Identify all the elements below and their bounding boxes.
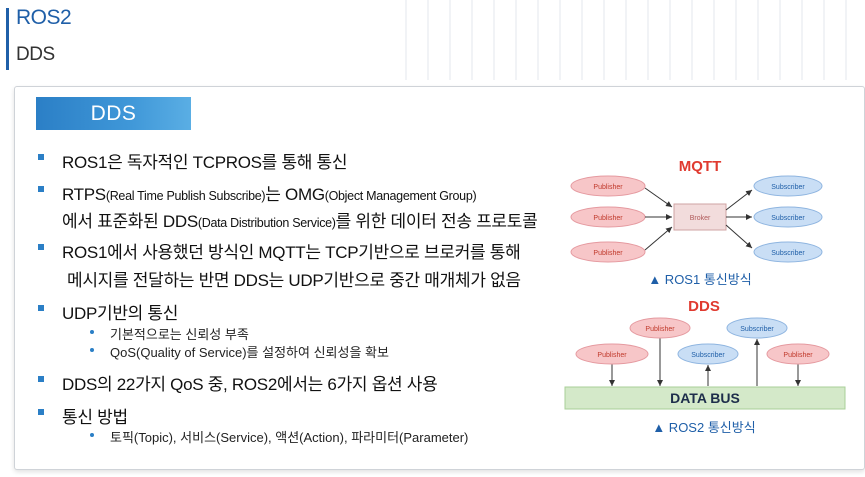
sub-bullet-text: 기본적으로는 신뢰성 부족 (110, 327, 249, 342)
bullet-dot-icon (90, 433, 94, 437)
bullet-text: 는 OMG (265, 185, 325, 204)
bullet-text-small: (Real Time Publish Subscribe) (105, 189, 266, 203)
mqtt-caption: ▲ ROS1 통신방식 (648, 272, 751, 287)
page-title: ROS2 (16, 6, 72, 29)
bullet-item: ROS1은 독자적인 TCPROS를 통해 통신 (38, 148, 348, 173)
bullet-square-icon (38, 154, 44, 160)
mqtt-subscriber-node: Subscriber (753, 175, 823, 197)
mqtt-subscriber-node: Subscriber (753, 241, 823, 263)
bullet-square-icon (38, 305, 44, 311)
mqtt-publisher-node: Publisher (570, 241, 646, 263)
svg-text:Publisher: Publisher (783, 352, 813, 359)
bullet-item: RTPS(Real Time Publish Subscribe)는 OMG(O… (38, 180, 477, 205)
bullet-text: 통신 방법 (62, 408, 128, 427)
bullet-item: ROS1에서 사용했던 방식인 MQTT는 TCP기반으로 브로커를 통해 (38, 238, 521, 263)
dds-publisher-node: Publisher (766, 343, 830, 365)
mqtt-publisher-node: Publisher (570, 206, 646, 228)
svg-text:Broker: Broker (690, 215, 711, 222)
svg-text:Subscriber: Subscriber (771, 215, 805, 222)
sub-bullet-item: 토픽(Topic), 서비스(Service), 액션(Action), 파라미… (90, 427, 469, 446)
bullet-text: DDS의 22가지 QoS 중, ROS2에서는 6가지 옵션 사용 (62, 375, 438, 394)
bullet-text: ROS1에서 사용했던 방식인 MQTT는 TCP기반으로 브로커를 통해 (62, 243, 521, 262)
svg-text:Publisher: Publisher (593, 250, 623, 257)
sub-bullet-text: 토픽(Topic), 서비스(Service), 액션(Action), 파라미… (110, 430, 469, 445)
bullet-square-icon (38, 244, 44, 250)
svg-text:Publisher: Publisher (593, 184, 623, 191)
bullet-square-icon (38, 186, 44, 192)
dds-publisher-node: Publisher (575, 343, 649, 365)
bullet-text-small: (Object Management Group) (324, 189, 477, 203)
bullet-text: UDP기반의 통신 (62, 304, 179, 323)
sub-bullet-item: QoS(Quality of Service)를 설정하여 신뢰성을 확보 (90, 342, 389, 361)
bullet-item: UDP기반의 통신 (38, 299, 179, 324)
mqtt-publisher-node: Publisher (570, 175, 646, 197)
sub-bullet-item: 기본적으로는 신뢰성 부족 (90, 324, 249, 343)
dds-title: DDS (688, 298, 720, 315)
dds-data-bus: DATA BUS (564, 386, 846, 410)
bullet-square-icon (38, 376, 44, 382)
bullet-text: 메시지를 전달하는 반면 DDS는 UDP기반으로 중간 매개체가 없음 (67, 271, 521, 290)
dds-subscriber-node: Subscriber (726, 317, 788, 339)
header-decoration (405, 0, 865, 80)
bullet-text: 에서 표준화된 DDS (62, 212, 198, 231)
bullet-dot-icon (90, 330, 94, 334)
page-subtitle: DDS (16, 44, 55, 65)
bullet-text-small: (Data Distribution Service) (197, 216, 336, 230)
svg-text:Subscriber: Subscriber (740, 326, 774, 333)
bullet-text: 를 위한 데이터 전송 프로토콜 (335, 212, 538, 231)
sub-bullet-text: QoS(Quality of Service)를 설정하여 신뢰성을 확보 (110, 345, 389, 360)
section-tag: DDS (36, 97, 191, 130)
svg-text:DATA BUS: DATA BUS (670, 390, 740, 406)
dds-arrows (609, 337, 801, 386)
bullet-item: 통신 방법 (38, 403, 128, 428)
bullet-square-icon (38, 409, 44, 415)
svg-text:Publisher: Publisher (597, 352, 627, 359)
bullet-continuation: 메시지를 전달하는 반면 DDS는 UDP기반으로 중간 매개체가 없음 (67, 266, 521, 291)
dds-publisher-node: Publisher (629, 317, 691, 339)
bullet-text: ROS1은 독자적인 TCPROS를 통해 통신 (62, 153, 348, 172)
svg-text:Subscriber: Subscriber (691, 352, 725, 359)
bullet-dot-icon (90, 348, 94, 352)
dds-subscriber-node: Subscriber (677, 343, 739, 365)
svg-text:Subscriber: Subscriber (771, 250, 805, 257)
bullet-text: RTPS (62, 185, 106, 204)
mqtt-arrows (644, 187, 753, 251)
mqtt-title: MQTT (679, 158, 722, 175)
mqtt-broker-node: Broker (673, 203, 727, 231)
header-accent-bar (6, 8, 9, 70)
svg-text:Subscriber: Subscriber (771, 184, 805, 191)
svg-text:Publisher: Publisher (645, 326, 675, 333)
bullet-item: DDS의 22가지 QoS 중, ROS2에서는 6가지 옵션 사용 (38, 370, 438, 395)
dds-caption: ▲ ROS2 통신방식 (652, 420, 755, 435)
mqtt-subscriber-node: Subscriber (753, 206, 823, 228)
bullet-continuation: 에서 표준화된 DDS(Data Distribution Service)를 … (62, 207, 538, 232)
svg-text:Publisher: Publisher (593, 215, 623, 222)
